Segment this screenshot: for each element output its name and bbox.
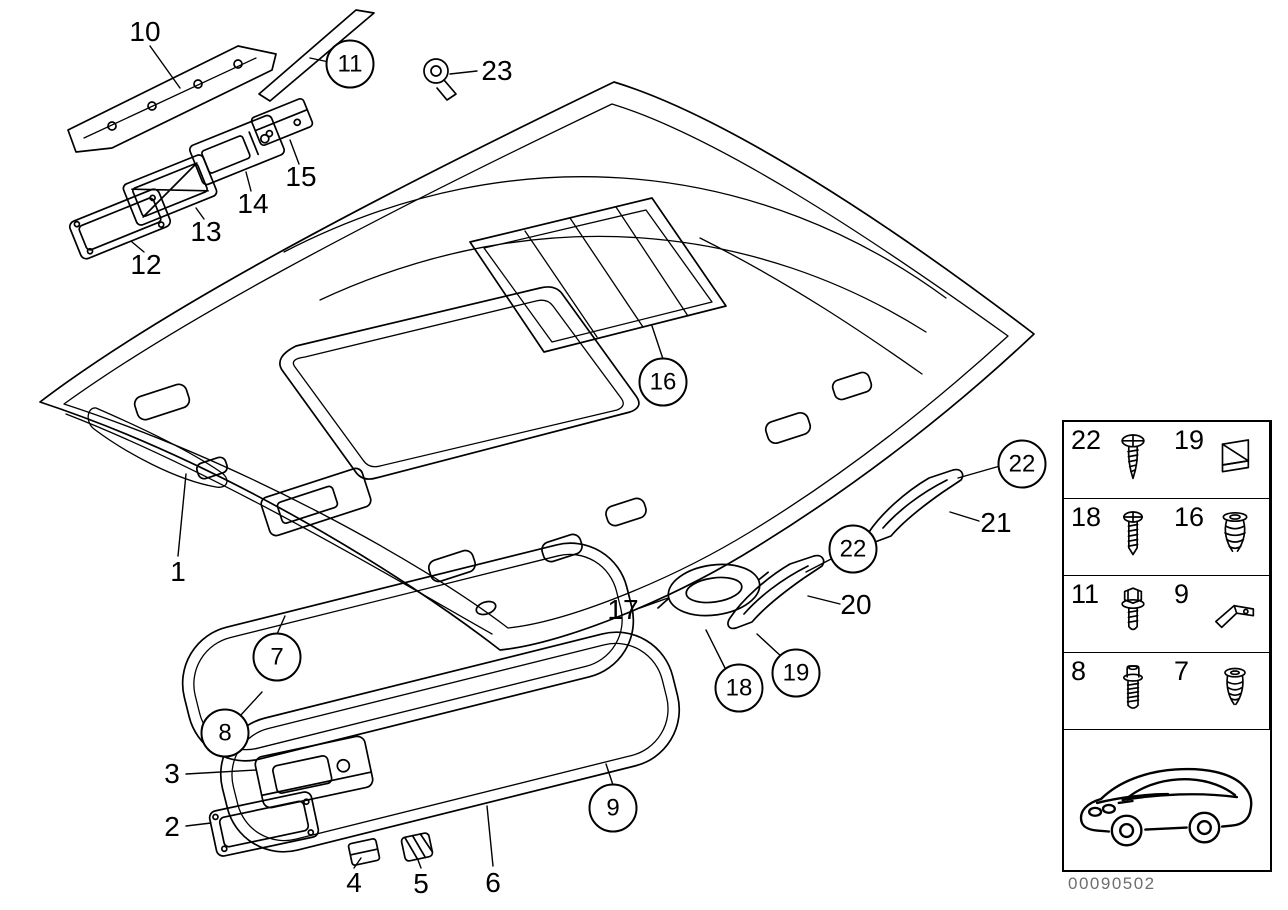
expanding-rivet-icon — [1210, 507, 1260, 567]
clip-23-drawing — [423, 58, 457, 101]
frame-12-drawing — [68, 188, 172, 260]
callout-4[interactable]: 4 — [346, 867, 362, 898]
legend-cell-22[interactable]: 22 — [1064, 422, 1167, 499]
vehicle-thumbnail[interactable] — [1064, 730, 1270, 870]
callout-14[interactable]: 14 — [237, 188, 269, 219]
socket-head-bolt-icon — [1108, 661, 1158, 721]
grommet-5-drawing — [400, 832, 434, 862]
clip-4-drawing — [347, 838, 381, 866]
module-15-drawing — [250, 97, 314, 147]
callout-2[interactable]: 2 — [164, 811, 180, 842]
tapping-screw-icon — [1108, 430, 1158, 490]
callout-3[interactable]: 3 — [164, 758, 180, 789]
callout-19[interactable]: 19 — [771, 648, 821, 698]
callout-13[interactable]: 13 — [190, 216, 222, 247]
legend-cell-18[interactable]: 18 — [1064, 499, 1167, 576]
console-3-drawing — [254, 735, 374, 809]
legend-part-number: 18 — [1071, 502, 1102, 532]
legend-cell-19[interactable]: 19 — [1167, 422, 1270, 499]
bracket-10-drawing — [67, 45, 277, 153]
callout-23[interactable]: 23 — [481, 55, 513, 86]
callout-22[interactable]: 22 — [828, 524, 878, 574]
callout-16[interactable]: 16 — [638, 357, 688, 407]
rear-sunroof-cassette-drawing — [469, 197, 727, 353]
antenna-rod-drawing — [258, 9, 375, 102]
retainer-plate-icon — [1210, 430, 1260, 490]
headliner-panel-drawing — [39, 81, 1035, 651]
bmw-7-series-sedan-silhouette — [1079, 767, 1253, 847]
legend-cell-9[interactable]: 9 — [1167, 576, 1270, 653]
sunshade-panel-7-drawing — [181, 542, 635, 762]
hex-flange-bolt-icon — [1108, 584, 1158, 644]
legend-part-number: 22 — [1071, 425, 1102, 455]
legend-part-number: 19 — [1174, 425, 1205, 455]
callout-18[interactable]: 18 — [714, 663, 764, 713]
legend-cell-7[interactable]: 7 — [1167, 653, 1270, 730]
callout-11[interactable]: 11 — [325, 39, 375, 89]
callout-8[interactable]: 8 — [200, 708, 250, 758]
callout-7[interactable]: 7 — [252, 632, 302, 682]
legend-part-number: 11 — [1071, 579, 1100, 609]
expansion-nut-icon — [1210, 661, 1260, 721]
callout-21[interactable]: 21 — [980, 507, 1012, 538]
fastener-legend: 22 19 18 16 11 — [1062, 420, 1272, 872]
pan-head-screw-icon — [1108, 507, 1158, 567]
document-number: 00090502 — [1068, 874, 1156, 893]
legend-part-number: 9 — [1174, 579, 1190, 609]
callout-20[interactable]: 20 — [840, 589, 872, 620]
frame-2-drawing — [208, 791, 320, 857]
legend-part-number: 8 — [1071, 656, 1087, 686]
legend-cell-8[interactable]: 8 — [1064, 653, 1167, 730]
callout-22[interactable]: 22 — [997, 439, 1047, 489]
legend-cell-11[interactable]: 11 — [1064, 576, 1167, 653]
sunshade-panel-9-drawing — [219, 631, 681, 853]
bracket-17-drawing — [657, 563, 769, 617]
callout-1[interactable]: 1 — [170, 556, 186, 587]
legend-part-number: 16 — [1174, 502, 1205, 532]
legend-cell-16[interactable]: 16 — [1167, 499, 1270, 576]
callout-5[interactable]: 5 — [413, 868, 429, 899]
callout-9[interactable]: 9 — [588, 783, 638, 833]
sunroof-opening-drawing — [279, 286, 640, 480]
legend-part-number: 7 — [1174, 656, 1190, 686]
callout-17[interactable]: 17 — [607, 594, 639, 625]
callout-12[interactable]: 12 — [130, 249, 162, 280]
callout-15[interactable]: 15 — [285, 161, 317, 192]
fastener-legend-grid: 22 19 18 16 11 — [1064, 422, 1270, 730]
callout-6[interactable]: 6 — [485, 867, 501, 898]
angle-bracket-icon — [1210, 584, 1260, 644]
callout-10[interactable]: 10 — [129, 16, 161, 47]
